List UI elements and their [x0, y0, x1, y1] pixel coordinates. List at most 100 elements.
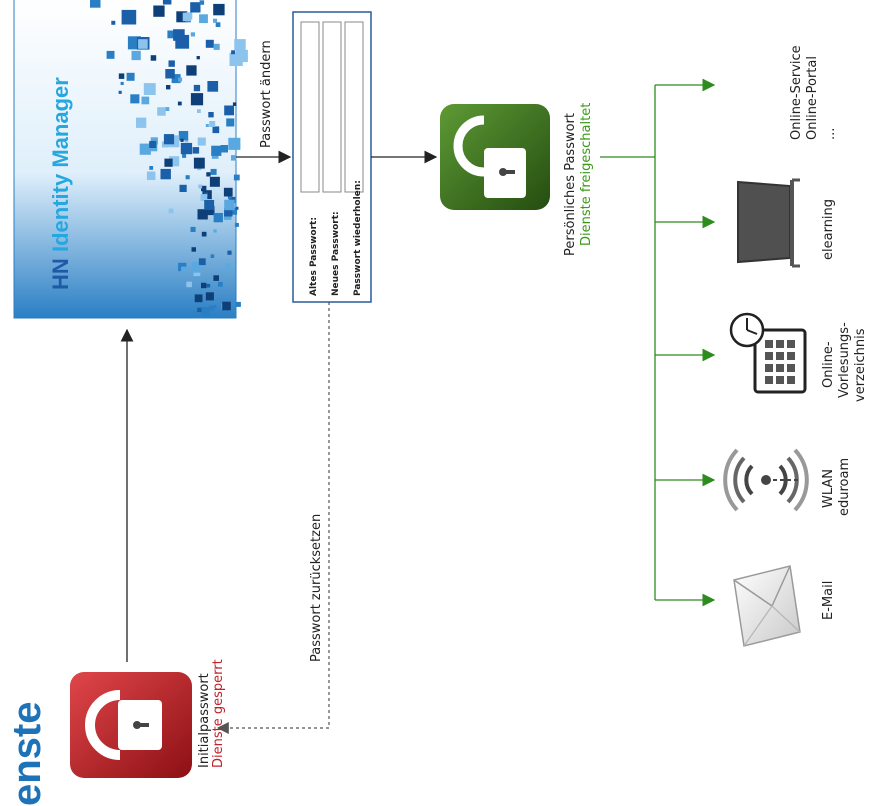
cube-decoration [190, 2, 201, 13]
cube-decoration [143, 83, 156, 95]
banner-brand-prefix: HN [48, 258, 73, 290]
cube-decoration [205, 206, 215, 216]
cube-decoration [184, 138, 189, 143]
cube-decoration [200, 194, 208, 201]
cube-decoration [118, 73, 125, 79]
cube-decoration [111, 20, 116, 25]
cube-decoration [213, 18, 218, 23]
cube-decoration [233, 174, 240, 181]
cube-decoration [209, 121, 216, 127]
cube-decoration [201, 231, 207, 237]
cube-decoration [161, 141, 168, 148]
cube-decoration [234, 39, 246, 51]
cube-decoration [171, 74, 181, 84]
service-label-email: E-Mail [821, 581, 836, 620]
laptop-icon [737, 178, 800, 268]
cube-decoration [215, 22, 221, 27]
cube-decoration [136, 117, 147, 128]
old-password-input[interactable] [300, 21, 320, 193]
cube-decoration [163, 134, 175, 145]
cube-decoration [213, 305, 217, 309]
cube-decoration [146, 171, 156, 180]
cube-decoration [206, 172, 211, 177]
cube-decoration [197, 209, 208, 220]
cube-decoration [213, 229, 217, 233]
heading-fragment: enste [5, 702, 49, 806]
cube-decoration [205, 292, 214, 301]
service-label-online-service: Online-Service [789, 45, 804, 140]
cube-decoration [167, 30, 176, 39]
cube-decoration [222, 301, 231, 311]
password-form: Altes Passwort: Neues Passwort: Passwort… [292, 11, 372, 303]
cube-decoration [212, 126, 220, 134]
cube-decoration [204, 200, 215, 210]
cube-decoration [198, 258, 206, 266]
cube-decoration [198, 184, 203, 189]
cube-decoration [235, 206, 239, 210]
cube-decoration [180, 142, 193, 155]
cube-pattern [90, 0, 248, 316]
reset-password-label: Passwort zurücksetzen [309, 514, 324, 662]
cube-decoration [235, 49, 248, 63]
service-label-verzeichnis: verzeichnis [853, 328, 868, 402]
cube-decoration [205, 124, 209, 127]
cube-decoration [205, 39, 214, 48]
reset-password-path [216, 302, 330, 734]
cube-decoration [168, 60, 175, 67]
cube-decoration [209, 176, 220, 187]
cube-decoration [220, 145, 228, 153]
cube-decoration [197, 109, 201, 113]
cube-decoration [182, 153, 187, 158]
cube-decoration [232, 102, 237, 106]
cube-decoration [106, 50, 115, 59]
service-label-vorlesungs: Vorlesungs- [837, 322, 852, 398]
service-label-more: ... [823, 128, 838, 140]
cube-decoration [230, 207, 238, 215]
hn-identity-manager-banner: HN Identity Manager [13, 0, 248, 319]
cube-decoration [121, 9, 137, 25]
initial-password-label: Initialpasswort [197, 673, 212, 768]
cube-decoration [164, 158, 173, 167]
repeat-password-input[interactable] [344, 21, 364, 193]
cube-decoration [213, 3, 225, 16]
cube-decoration [231, 50, 235, 55]
cube-decoration [177, 101, 182, 106]
cube-decoration [181, 266, 187, 273]
cube-decoration [131, 50, 141, 61]
repeat-password-label: Passwort wiederholen: [353, 180, 363, 296]
cube-decoration [201, 307, 210, 316]
cube-decoration [201, 282, 207, 289]
banner-brand-suffix: Identity Manager [48, 77, 73, 252]
initial-lock-icon [70, 672, 192, 778]
cube-decoration [224, 199, 235, 211]
cube-decoration [227, 250, 232, 255]
service-label-eduroam: eduroam [837, 458, 852, 516]
cube-decoration [192, 147, 200, 154]
cube-decoration [178, 77, 183, 82]
cube-decoration [192, 264, 201, 273]
cube-decoration [186, 281, 192, 288]
cube-decoration [224, 105, 234, 116]
cube-decoration [231, 155, 237, 161]
cube-decoration [210, 254, 215, 258]
cube-decoration [118, 90, 122, 94]
cube-decoration [173, 29, 185, 41]
change-password-label: Passwort ändern [259, 40, 274, 148]
cube-decoration [226, 118, 235, 127]
services-blocked-label: Dienste gesperrt [211, 659, 226, 768]
cube-decoration [209, 305, 215, 311]
personal-lock-icon [440, 104, 550, 210]
cube-decoration [191, 247, 196, 252]
cube-decoration [211, 145, 222, 156]
new-password-input[interactable] [322, 21, 342, 193]
cube-decoration [168, 208, 174, 214]
cube-decoration [141, 96, 150, 105]
cube-decoration [218, 282, 223, 287]
cube-decoration [139, 143, 151, 155]
cube-decoration [207, 81, 219, 92]
cube-decoration [227, 195, 232, 200]
cube-decoration [213, 275, 219, 281]
cube-decoration [193, 84, 201, 92]
cube-decoration [213, 43, 220, 50]
